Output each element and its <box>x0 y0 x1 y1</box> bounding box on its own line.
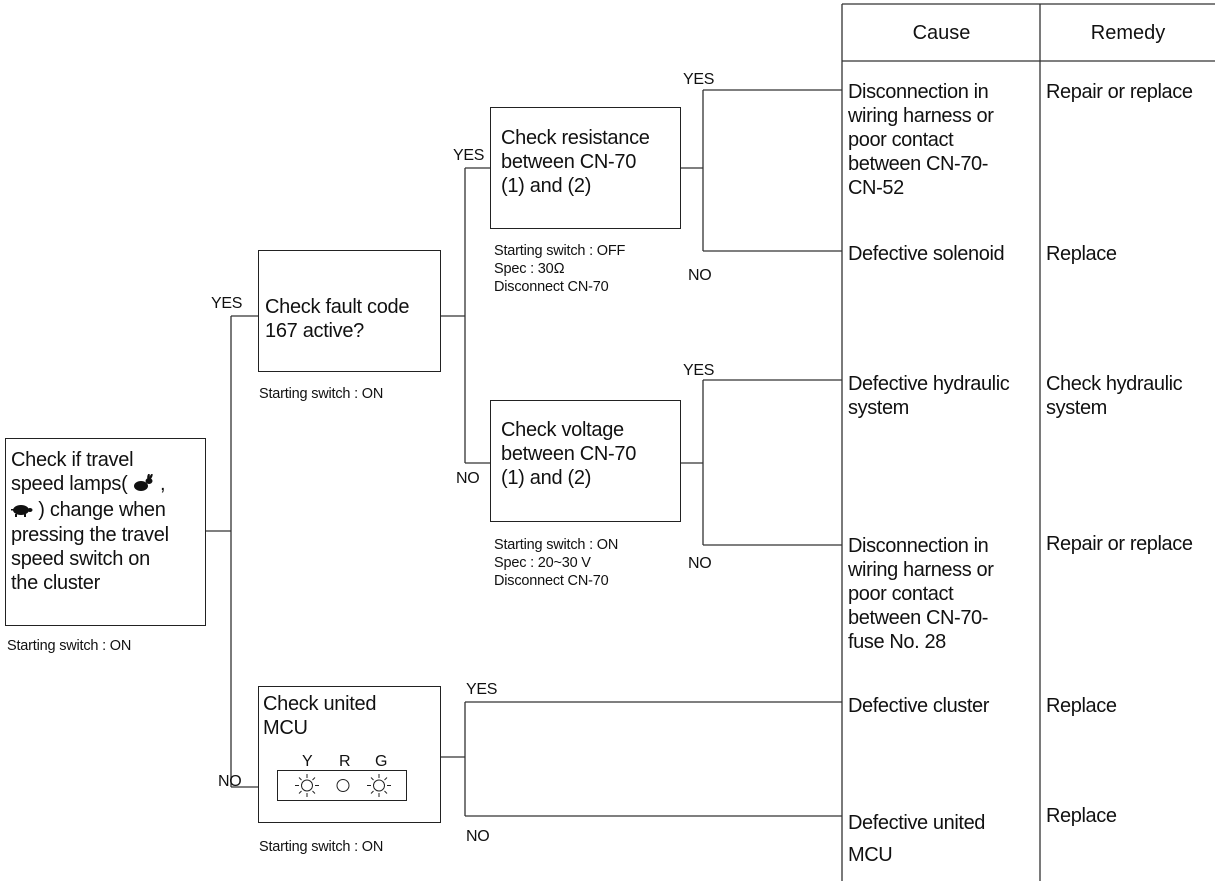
remedy-repair-2: Repair or replace <box>1046 533 1193 555</box>
start-text-a: Check if travel speed lamps( <box>11 449 134 495</box>
mcu-lamp-label-r: R <box>339 753 351 770</box>
lamp-off-icon <box>336 779 350 792</box>
voltage-cond-switch: Starting switch : ON <box>494 537 619 553</box>
cause-harness-cn52: Disconnection in wiring harness or poor … <box>848 81 994 199</box>
rabbit-icon <box>133 473 155 498</box>
cause-header: Cause <box>912 22 971 44</box>
voltage-cond-spec: Spec : 20~30 V <box>494 555 591 571</box>
start-condition: Starting switch : ON <box>7 638 132 654</box>
cause-solenoid: Defective solenoid <box>848 243 1005 265</box>
cause-harness-fuse: Disconnection in wiring harness or poor … <box>848 535 994 653</box>
remedy-header: Remedy <box>1090 22 1166 44</box>
voltage-text: Check voltage between CN-70 (1) and (2) <box>501 419 637 489</box>
mcu-no-label: NO <box>218 773 242 790</box>
lamp-on-icon <box>367 774 391 797</box>
voltage-cond-disconnect: Disconnect CN-70 <box>494 573 609 589</box>
resistance-cond-switch: Starting switch : OFF <box>494 243 626 259</box>
united-mcu-no-label: NO <box>466 828 490 845</box>
resistance-check-box: Check resistance between CN-70 (1) and (… <box>490 107 681 229</box>
hydraulic-yes-label: YES <box>683 362 715 379</box>
solenoid-no-label: NO <box>688 267 712 284</box>
fault-code-box: Check fault code 167 active? <box>258 250 441 372</box>
mcu-lamp-label-y: Y <box>302 753 313 770</box>
resistance-cond-disconnect: Disconnect CN-70 <box>494 279 609 295</box>
mcu-text: Check united MCU <box>263 693 377 739</box>
remedy-replace-1: Replace <box>1046 243 1117 265</box>
fault-code-text: Check fault code 167 active? <box>265 296 410 342</box>
solenoid-yes-label: YES <box>683 71 715 88</box>
mcu-condition: Starting switch : ON <box>259 839 384 855</box>
start-text-b: , <box>160 473 166 495</box>
remedy-repair-1: Repair or replace <box>1046 81 1193 103</box>
remedy-replace-2: Replace <box>1046 695 1117 717</box>
start-text-c: ) change when pressing the travel speed … <box>11 499 169 594</box>
resistance-yes-label: YES <box>453 147 485 164</box>
turtle-icon <box>11 499 33 523</box>
lamp-on-icon <box>295 774 319 797</box>
fuse-no-label: NO <box>688 555 712 572</box>
mcu-check-box: Check united MCU Y R G <box>258 686 441 823</box>
voltage-no-label: NO <box>456 470 480 487</box>
resistance-text: Check resistance between CN-70 (1) and (… <box>501 127 650 197</box>
remedy-replace-3: Replace <box>1046 805 1117 827</box>
cause-cluster: Defective cluster <box>848 695 990 717</box>
cause-hydraulic: Defective hydraulic system <box>848 373 1010 419</box>
cluster-yes-label: YES <box>466 681 498 698</box>
mcu-lamp-panel <box>277 770 407 801</box>
resistance-cond-spec: Spec : 30Ω <box>494 261 565 277</box>
fault-yes-label: YES <box>211 295 243 312</box>
mcu-lamp-label-g: G <box>375 753 388 770</box>
cause-united-mcu: Defective united MCU <box>848 812 986 866</box>
remedy-check-hydraulic: Check hydraulic system <box>1046 373 1183 419</box>
fault-condition: Starting switch : ON <box>259 386 384 402</box>
start-check-box: Check if travel speed lamps( , ) change … <box>5 438 206 626</box>
voltage-check-box: Check voltage between CN-70 (1) and (2) <box>490 400 681 522</box>
